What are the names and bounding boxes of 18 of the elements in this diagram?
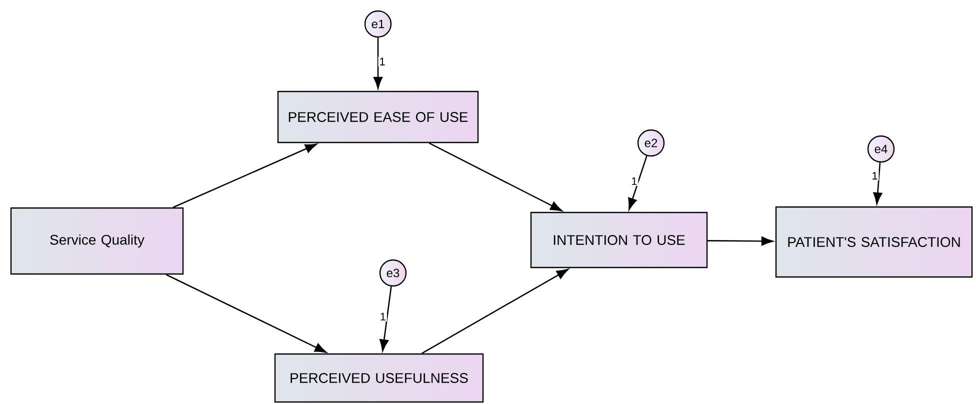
variable-box: PERCEIVED EASE OF USE [277,90,479,144]
edge-label: 1 [870,170,879,180]
arrow [708,236,774,246]
edge-label: 1 [378,56,386,66]
arrow [380,286,392,352]
variable-box: INTENTION TO USE [530,212,708,268]
arrow [373,38,383,89]
arrow [628,156,648,210]
arrow [428,142,562,212]
variable-box: PERCEIVED USEFULNESS [274,353,484,403]
arrow [873,162,882,204]
arrow [172,144,317,208]
variable-box: Service Quality [10,207,184,275]
edge-label: 1 [378,312,387,322]
edge-label: 1 [630,176,638,186]
arrow [421,268,568,354]
arrow [166,274,327,353]
variable-box: PATIENT'S SATISFACTION [775,206,973,278]
